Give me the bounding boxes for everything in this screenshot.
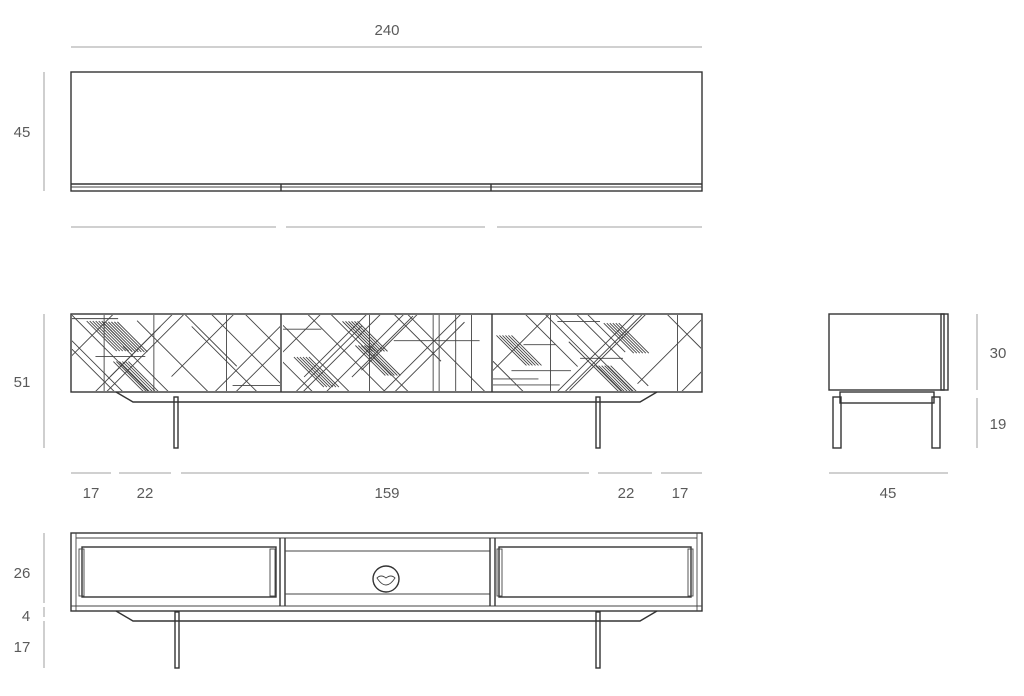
top-surface xyxy=(70,71,703,192)
side-depth-label: 45 xyxy=(880,485,897,502)
top-view: 240 45 xyxy=(14,22,703,228)
door-pattern xyxy=(493,315,701,391)
door-pattern xyxy=(72,315,280,391)
front-view: 51 17 22 159 22 17 xyxy=(14,313,703,502)
open-front-view: 26 4 17 xyxy=(14,532,703,669)
body-height-label: 30 xyxy=(990,345,1007,362)
side-view: 30 19 45 xyxy=(828,313,1007,502)
drawer-handle-icon xyxy=(372,565,400,593)
height-label: 51 xyxy=(14,374,31,391)
leg xyxy=(595,396,601,449)
cabinet-body xyxy=(70,313,703,393)
width-label: 240 xyxy=(374,22,399,39)
plinth xyxy=(115,610,658,622)
leg-frame xyxy=(839,391,935,404)
leg-height-label: 19 xyxy=(990,416,1007,433)
plinth xyxy=(115,391,658,403)
cabinet-frame xyxy=(70,532,703,612)
depth-label: 45 xyxy=(14,124,31,141)
leg xyxy=(931,396,941,449)
dim-label: 22 xyxy=(137,485,154,502)
dim-label: 26 xyxy=(14,565,31,582)
dim-label: 17 xyxy=(672,485,689,502)
left-compartment xyxy=(81,546,277,598)
leg xyxy=(832,396,842,449)
door-pattern xyxy=(283,315,485,391)
dim-label: 17 xyxy=(83,485,100,502)
dim-label: 17 xyxy=(14,639,31,656)
dim-label: 159 xyxy=(374,485,399,502)
dim-label: 4 xyxy=(22,608,30,625)
geometric-door-pattern xyxy=(72,315,701,391)
right-compartment xyxy=(498,546,692,598)
leg xyxy=(173,396,179,449)
dim-label: 22 xyxy=(618,485,635,502)
leg xyxy=(595,611,601,669)
side-body xyxy=(828,313,945,391)
leg xyxy=(174,611,180,669)
